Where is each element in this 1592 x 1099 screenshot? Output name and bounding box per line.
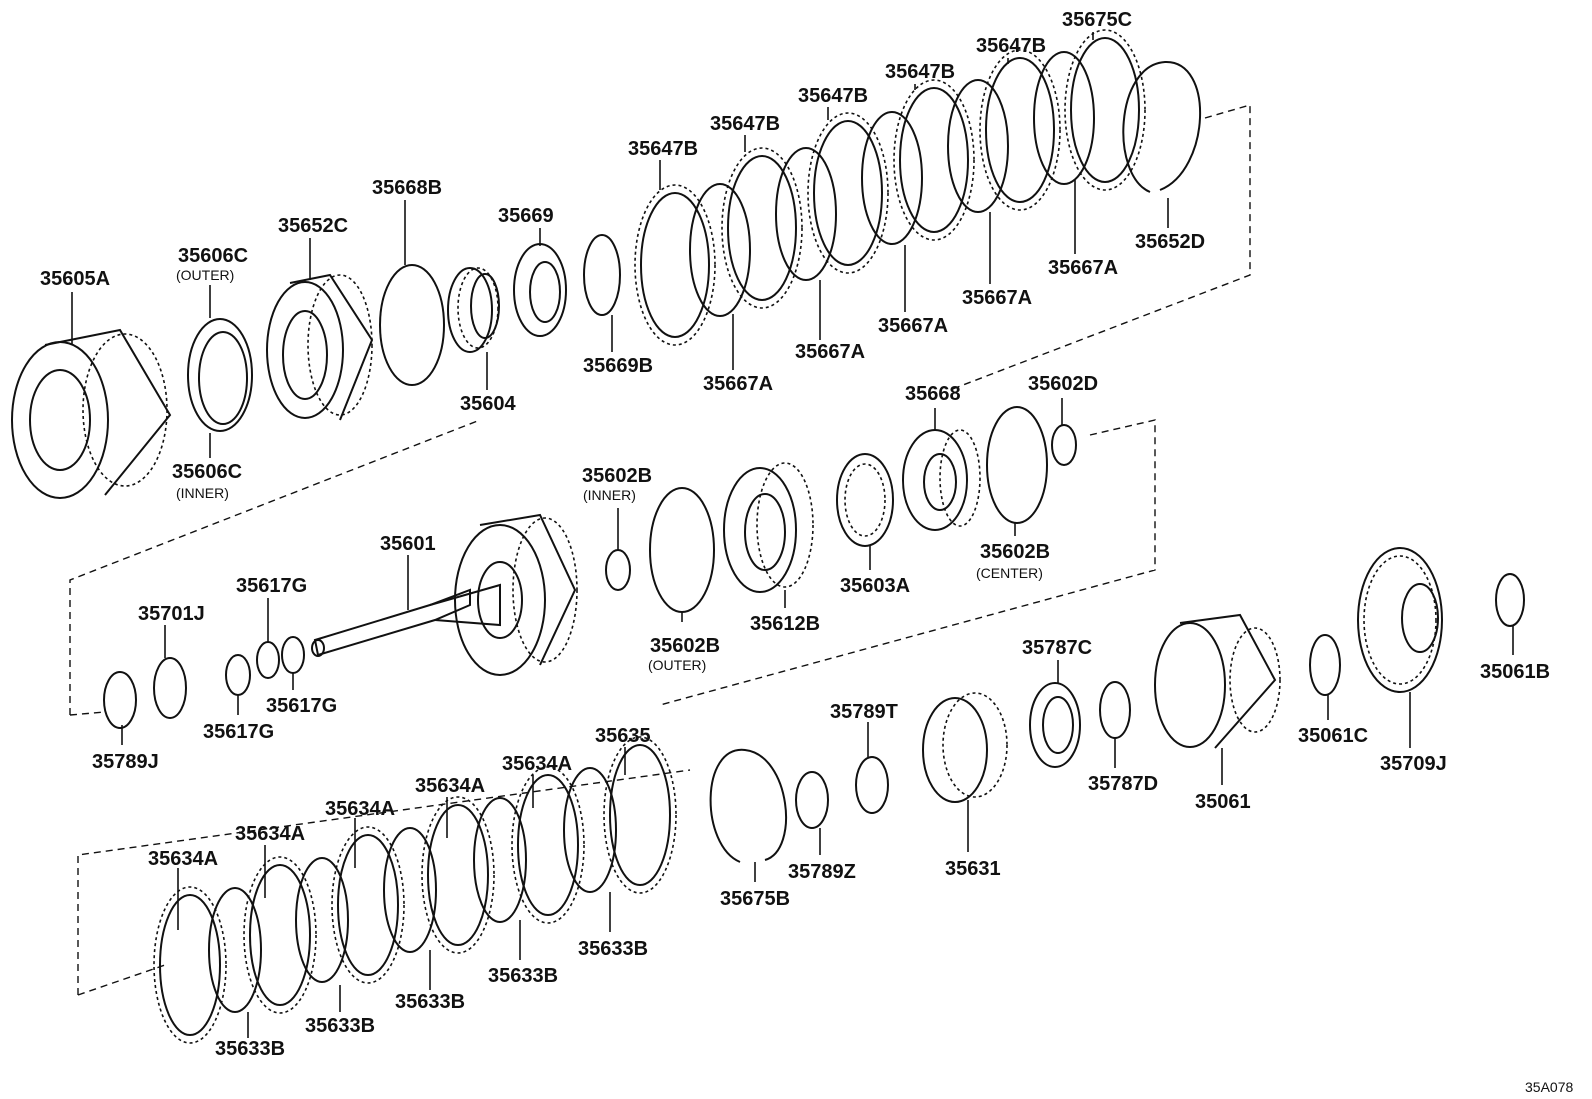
part-label[interactable]: 35605A bbox=[40, 268, 110, 290]
bearing-35787D-shape bbox=[1099, 681, 1131, 739]
hub-35631-shape bbox=[922, 692, 1008, 803]
part-label[interactable]: 35631 bbox=[945, 858, 1001, 880]
part-label[interactable]: 35647B bbox=[628, 138, 698, 160]
part-label[interactable]: 35668B bbox=[372, 177, 442, 199]
part-label[interactable]: 35709J bbox=[1380, 753, 1447, 775]
group-frame-lower bbox=[77, 769, 691, 996]
plate-35787C-shape bbox=[1029, 682, 1081, 768]
leader-lines bbox=[71, 32, 1514, 1038]
snapring-35675B-shape bbox=[709, 748, 787, 863]
retainer-35668-shape bbox=[902, 429, 981, 531]
part-label[interactable]: 35667A bbox=[1048, 257, 1118, 279]
part-label[interactable]: 35634A bbox=[235, 823, 305, 845]
oring-35668B-shape bbox=[379, 264, 445, 386]
bearing-35789T-shape bbox=[855, 756, 889, 814]
spring-35603A-shape bbox=[836, 453, 894, 547]
part-label[interactable]: 35634A bbox=[148, 848, 218, 870]
part-label[interactable]: 35647B bbox=[885, 61, 955, 83]
seal-35602B-inner-shape bbox=[605, 549, 631, 591]
part-label[interactable]: 35612B bbox=[750, 613, 820, 635]
ring-35617G-a-shape bbox=[225, 654, 251, 696]
part-label[interactable]: 35617G bbox=[236, 575, 307, 597]
part-label[interactable]: 35633B bbox=[488, 965, 558, 987]
gear-35709J-shape bbox=[1357, 547, 1443, 693]
part-label[interactable]: 35667A bbox=[878, 315, 948, 337]
part-labels: 35605A 35606C (OUTER) 35606C (INNER) 356… bbox=[40, 9, 1550, 1060]
part-label[interactable]: 35602B bbox=[980, 541, 1050, 563]
part-label[interactable]: 35617G bbox=[266, 695, 337, 717]
part-sublabel: (INNER) bbox=[583, 487, 636, 503]
part-label[interactable]: 35635 bbox=[595, 725, 651, 747]
bearing-35061B-shape bbox=[1495, 573, 1525, 627]
part-label[interactable]: 35603A bbox=[840, 575, 910, 597]
piston-35612B-shape bbox=[723, 462, 814, 593]
part-label[interactable]: 35634A bbox=[325, 798, 395, 820]
part-label[interactable]: 35606C bbox=[172, 461, 242, 483]
part-label[interactable]: 35787C bbox=[1022, 637, 1092, 659]
retainer-35669-shape bbox=[513, 243, 567, 337]
part-label[interactable]: 35669 bbox=[498, 205, 554, 227]
snapring-35669B-shape bbox=[583, 234, 621, 316]
part-label[interactable]: 35602D bbox=[1028, 373, 1098, 395]
bearing-35061C-shape bbox=[1309, 634, 1341, 696]
part-label[interactable]: 35061C bbox=[1298, 725, 1368, 747]
part-label[interactable]: 35601 bbox=[380, 533, 436, 555]
part-label[interactable]: 35652C bbox=[278, 215, 348, 237]
group-frame-upper bbox=[949, 104, 1251, 391]
part-sublabel: (INNER) bbox=[176, 485, 229, 501]
part-label[interactable]: 35633B bbox=[215, 1038, 285, 1060]
drum-35605A-shape bbox=[11, 328, 172, 499]
part-label[interactable]: 35634A bbox=[502, 753, 572, 775]
washer-35701J-shape bbox=[153, 657, 187, 719]
part-label[interactable]: 35647B bbox=[798, 85, 868, 107]
drum-35061-shape bbox=[1154, 613, 1281, 749]
part-label[interactable]: 35667A bbox=[795, 341, 865, 363]
part-label[interactable]: 35675C bbox=[1062, 9, 1132, 31]
ring-35602D-shape bbox=[1051, 424, 1077, 466]
part-sublabel: (OUTER) bbox=[176, 267, 234, 283]
part-label[interactable]: 35701J bbox=[138, 603, 205, 625]
seal-35602B-outer-shape bbox=[649, 487, 715, 613]
washer-35789J-shape bbox=[103, 671, 137, 729]
part-label[interactable]: 35668 bbox=[905, 383, 961, 405]
washer-35606C-shape bbox=[187, 318, 253, 432]
ring-35617G-b-shape bbox=[256, 641, 280, 679]
part-label[interactable]: 35606C bbox=[178, 245, 248, 267]
part-label[interactable]: 35633B bbox=[578, 938, 648, 960]
part-label[interactable]: 35602B bbox=[650, 635, 720, 657]
snapring-35652D-shape bbox=[1122, 60, 1202, 193]
part-label[interactable]: 35647B bbox=[976, 35, 1046, 57]
part-label[interactable]: 35667A bbox=[962, 287, 1032, 309]
clutch-pack-lower bbox=[153, 736, 677, 1044]
drawing-code: 35A078 bbox=[1525, 1079, 1573, 1095]
part-label[interactable]: 35634A bbox=[415, 775, 485, 797]
group-frame-middle bbox=[69, 419, 1156, 716]
part-label[interactable]: 35787D bbox=[1088, 773, 1158, 795]
ring-35617G-c-shape bbox=[281, 636, 305, 674]
part-label[interactable]: 35675B bbox=[720, 888, 790, 910]
part-sublabel: (CENTER) bbox=[976, 565, 1043, 581]
part-label[interactable]: 35633B bbox=[395, 991, 465, 1013]
clutch-pack-upper bbox=[634, 29, 1146, 346]
bearing-35789Z-shape bbox=[795, 771, 829, 829]
part-label[interactable]: 35061 bbox=[1195, 791, 1251, 813]
part-label[interactable]: 35667A bbox=[703, 373, 773, 395]
part-label[interactable]: 35604 bbox=[460, 393, 516, 415]
piston-35652C-shape bbox=[266, 273, 374, 421]
part-label[interactable]: 35647B bbox=[710, 113, 780, 135]
part-label[interactable]: 35789J bbox=[92, 751, 159, 773]
part-label[interactable]: 35633B bbox=[305, 1015, 375, 1037]
part-label[interactable]: 35061B bbox=[1480, 661, 1550, 683]
part-label[interactable]: 35652D bbox=[1135, 231, 1205, 253]
shaft-35601-shape bbox=[311, 513, 578, 676]
part-label[interactable]: 35617G bbox=[203, 721, 274, 743]
spring-35604-shape bbox=[447, 267, 500, 353]
part-sublabel: (OUTER) bbox=[648, 657, 706, 673]
part-label[interactable]: 35602B bbox=[582, 465, 652, 487]
seal-35602B-center-shape bbox=[986, 406, 1048, 524]
part-label[interactable]: 35669B bbox=[583, 355, 653, 377]
part-label[interactable]: 35789T bbox=[830, 701, 898, 723]
part-label[interactable]: 35789Z bbox=[788, 861, 856, 883]
